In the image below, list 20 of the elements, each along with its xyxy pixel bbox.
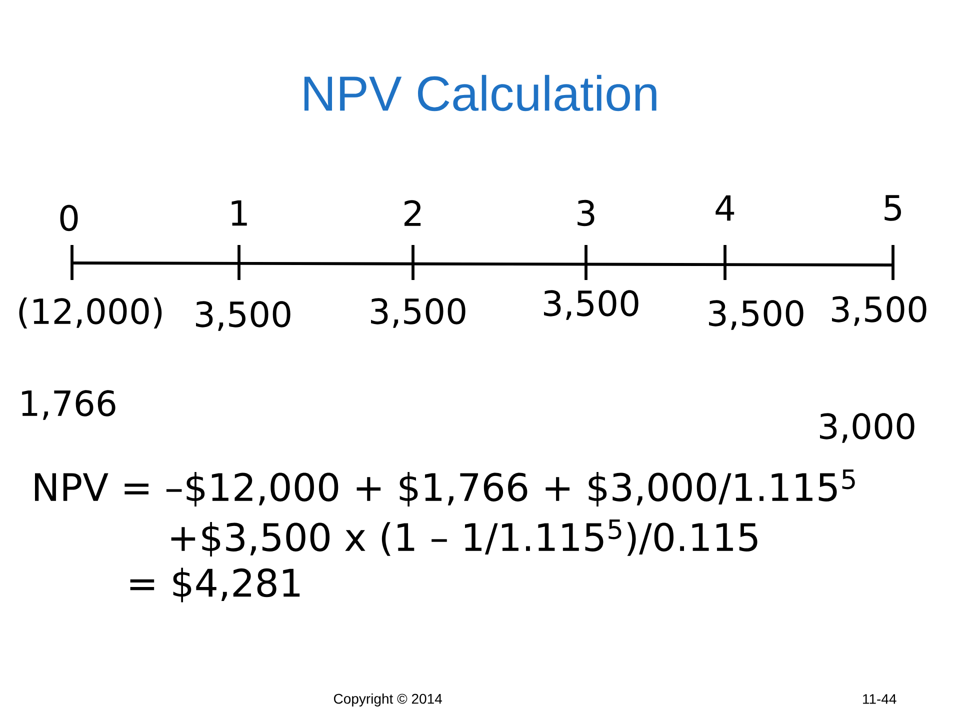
slide-number: 11-44: [863, 694, 896, 704]
cash-flow-amount: (12,000): [19, 298, 162, 328]
cash-flow-amount: 3,500: [371, 298, 466, 328]
copyright-notice: Copyright © 2014: [334, 693, 442, 707]
period-number: 4: [716, 195, 734, 221]
present-value-amount: 3,000: [820, 413, 914, 443]
period-number: 3: [578, 200, 594, 226]
formula-line: = $4,281: [130, 568, 300, 602]
cash-flow-amount: 3,500: [544, 290, 638, 320]
cash-flow-amount: 3,500: [832, 296, 926, 326]
period-number: 1: [232, 200, 247, 226]
period-number: 2: [404, 200, 421, 226]
present-value-amount: 1,766: [22, 390, 116, 420]
cash-flow-amount: 3,500: [196, 301, 290, 331]
formula-line: +$3,500 x (1 – 1/1.115$^{5}$)/0.115: [171, 520, 758, 556]
title: NPV Calculation: [304, 74, 656, 112]
period-number: 5: [884, 195, 901, 221]
formula-line: NPV = –$12,000 + $1,766 + $3,000/1.115$^{5}$: [35, 470, 855, 506]
period-number: 0: [60, 204, 78, 232]
cash-flow-amount: 3,500: [709, 300, 804, 330]
